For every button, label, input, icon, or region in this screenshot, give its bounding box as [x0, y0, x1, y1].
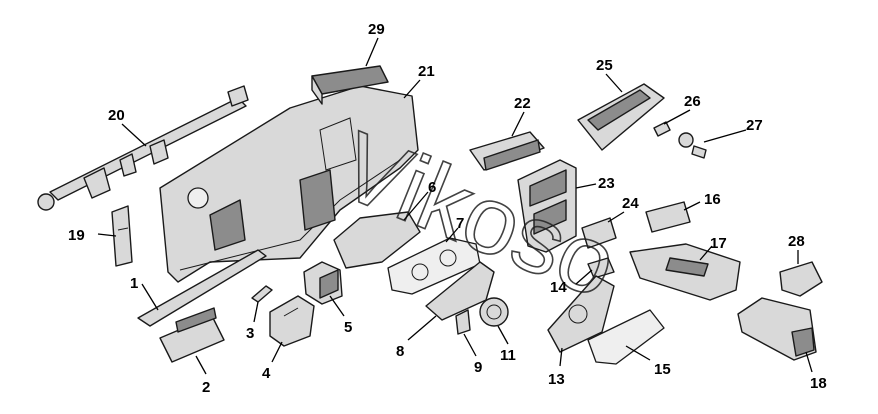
- callout-22: 22: [514, 95, 531, 112]
- callout-21: 21: [418, 63, 435, 80]
- callout-6: 6: [428, 179, 436, 196]
- part-16-box: [645, 201, 691, 233]
- part-6-cluster-hood: [333, 211, 421, 269]
- part-3-clip: [251, 285, 273, 303]
- callout-29: 29: [368, 21, 385, 38]
- callout-7: 7: [456, 215, 464, 232]
- callout-14: 14: [550, 279, 567, 296]
- part-22-switch-pack: [469, 131, 545, 171]
- callout-15: 15: [654, 361, 671, 378]
- callout-4: 4: [262, 365, 271, 382]
- part-29-top-vent: [311, 65, 389, 105]
- part-13-panel: [547, 275, 615, 353]
- part-25-glovebox: [577, 83, 665, 151]
- callout-19: 19: [68, 227, 85, 244]
- part-5-block: [303, 261, 343, 305]
- part-4-box: [269, 295, 315, 347]
- callout-labels: 1 2 3 4 5 6 7 8 9 11 13 14 15 16 17 18 1…: [68, 21, 827, 396]
- callout-18: 18: [810, 375, 827, 392]
- callout-1: 1: [130, 275, 138, 292]
- callout-23: 23: [598, 175, 615, 192]
- callout-5: 5: [344, 319, 352, 336]
- part-24-switch: [581, 217, 617, 249]
- callout-26: 26: [684, 93, 701, 110]
- part-17-console: [629, 243, 741, 301]
- part-18-rear-console: [737, 297, 817, 361]
- callout-2: 2: [202, 379, 210, 396]
- part-23-center-face: [517, 159, 577, 253]
- callout-9: 9: [474, 359, 482, 376]
- callout-24: 24: [622, 195, 639, 212]
- callout-13: 13: [548, 371, 565, 388]
- part-8-cluster-bezel: [425, 261, 495, 321]
- leader-lines: [97, 37, 813, 375]
- callout-16: 16: [704, 191, 721, 208]
- part-11-dial: [479, 297, 509, 327]
- callout-27: 27: [746, 117, 763, 134]
- callout-20: 20: [108, 107, 125, 124]
- callout-8: 8: [396, 343, 404, 360]
- part-9-switch: [455, 309, 471, 335]
- part-2-lower-bracket: [159, 307, 225, 363]
- callout-17: 17: [710, 235, 727, 252]
- part-27-lock: [678, 132, 707, 159]
- part-20-support-bar: [37, 85, 249, 211]
- part-26-key: [653, 121, 671, 137]
- callout-28: 28: [788, 233, 805, 250]
- callout-11: 11: [500, 347, 516, 364]
- part-14-switch: [587, 257, 615, 279]
- callout-25: 25: [596, 57, 613, 74]
- callout-3: 3: [246, 325, 254, 342]
- part-15-cover: [587, 309, 665, 365]
- part-28-block: [779, 261, 823, 297]
- part-1-trim-strip: [137, 249, 267, 327]
- part-21-dashboard: [159, 85, 419, 283]
- part-19-bracket: [111, 205, 133, 267]
